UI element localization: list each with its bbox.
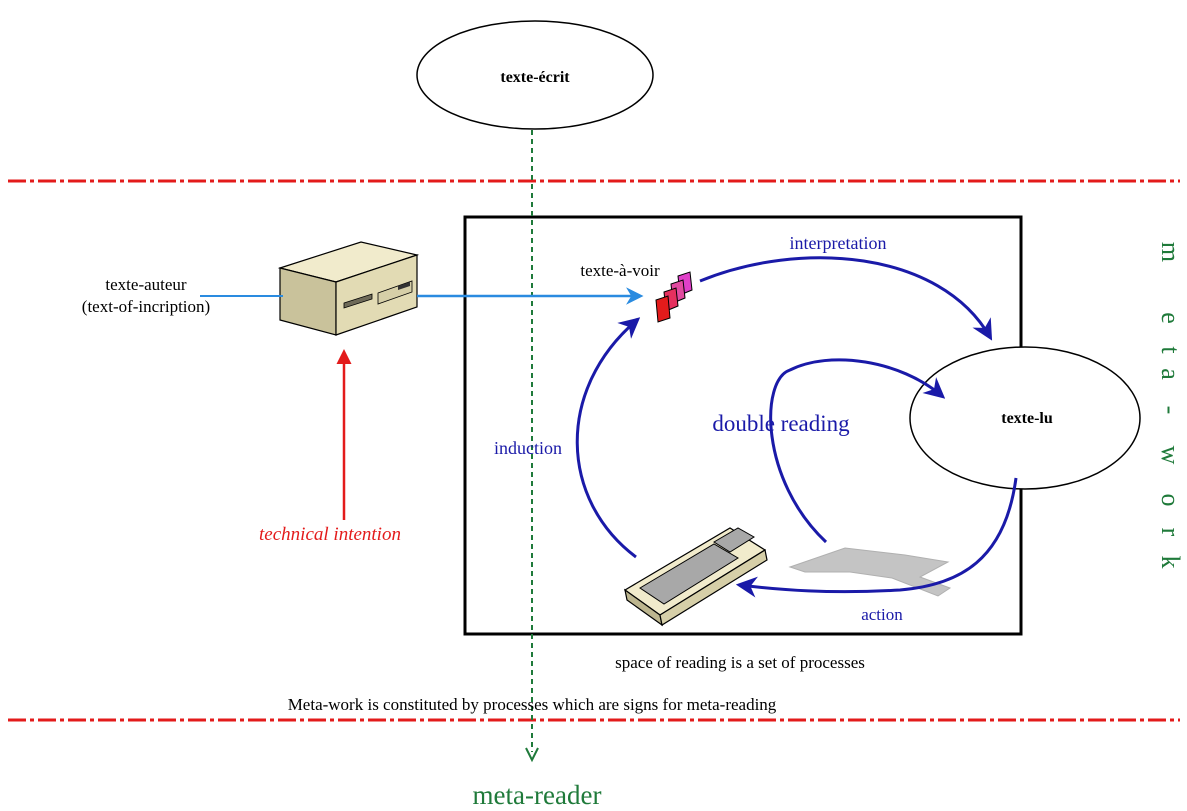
- induction-arrow: [575, 317, 641, 559]
- interpretation-label: interpretation: [790, 233, 887, 253]
- meta-work-letter: a: [1156, 368, 1185, 380]
- texte-auteur-label: texte-auteur: [105, 275, 187, 294]
- action-label: action: [861, 605, 903, 624]
- action-arrow: [735, 477, 1018, 598]
- space-of-reading-caption: space of reading is a set of processes: [615, 653, 865, 672]
- induction-label: induction: [494, 438, 562, 458]
- meta-work-letter: m: [1156, 242, 1185, 262]
- texte-lu-label: texte-lu: [1001, 410, 1053, 427]
- technical-intention-label: technical intention: [259, 524, 401, 545]
- meta-work-letter: w: [1156, 446, 1185, 465]
- meta-work-letter: -: [1156, 406, 1185, 415]
- interpretation-arrow: [699, 256, 993, 341]
- meta-work-letter: r: [1156, 528, 1185, 537]
- gesture-shape-icon: [788, 547, 952, 597]
- meta-work-statement: Meta-work is constituted by processes wh…: [288, 695, 777, 714]
- meta-reader-label: meta-reader: [473, 780, 602, 810]
- meta-work-letter: k: [1156, 556, 1185, 569]
- double-reading-label: double reading: [712, 411, 850, 436]
- text-of-inscription-label: (text-of-incription): [82, 297, 210, 316]
- meta-work-vertical-label: m e t a - w o r k: [1156, 242, 1185, 569]
- meta-work-letter: t: [1156, 346, 1185, 354]
- texte-ecrit-ellipse: [416, 20, 654, 130]
- texte-ecrit-label: texte-écrit: [500, 69, 570, 86]
- double-reading-arrow: [769, 358, 946, 544]
- texte-a-voir-icon: [655, 271, 693, 323]
- meta-work-letter: e: [1156, 312, 1185, 324]
- texte-a-voir-label: texte-à-voir: [580, 261, 660, 280]
- texte-lu-ellipse: [909, 346, 1141, 490]
- computer-icon: [277, 241, 420, 336]
- meta-reader-arrowhead: [525, 747, 539, 763]
- keyboard-icon: [623, 527, 768, 627]
- meta-work-letter: o: [1156, 494, 1185, 507]
